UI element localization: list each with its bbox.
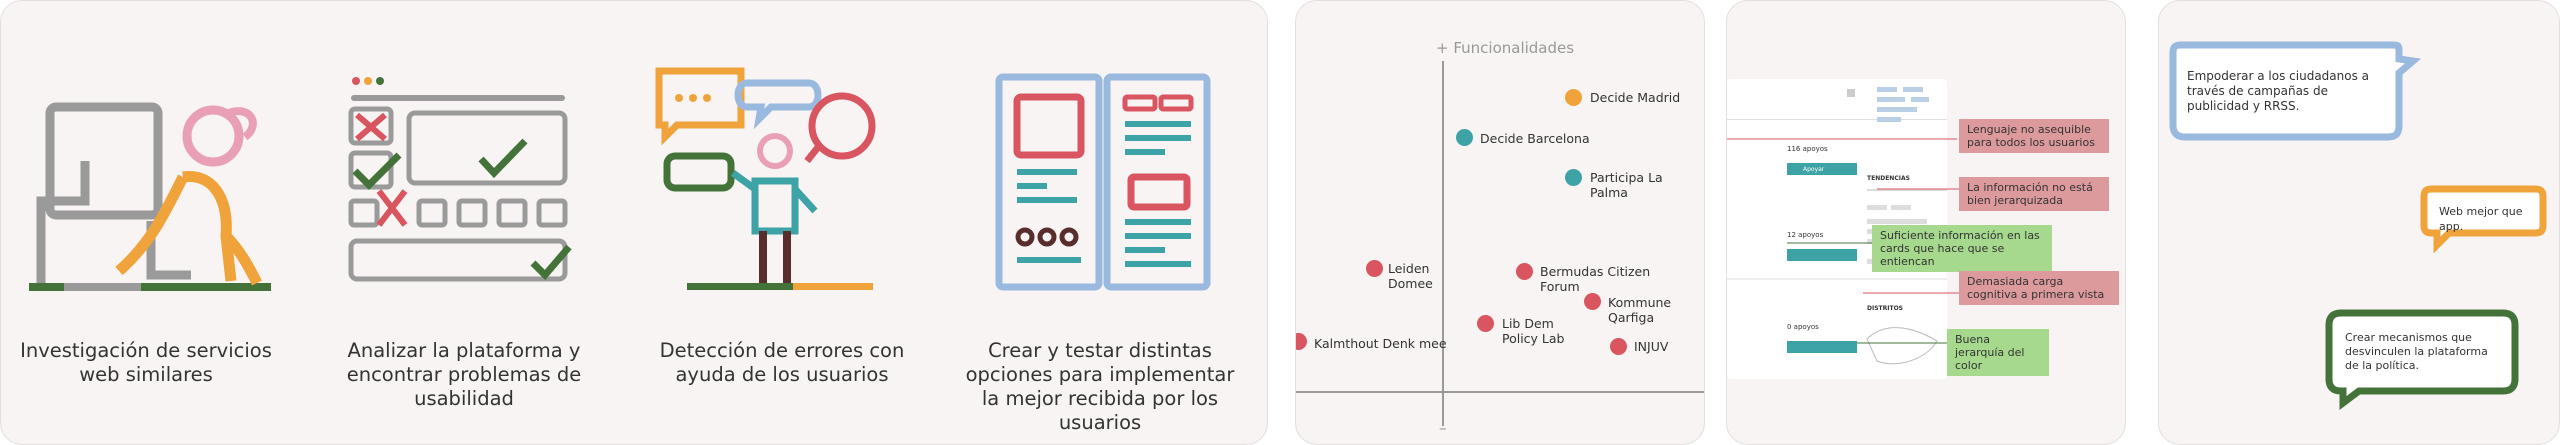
annotation-note: La información no está bien jerarquizada (1959, 177, 2109, 211)
insight-bubble-text: Empoderar a los ciudadanos a través de c… (2187, 69, 2370, 113)
step-caption: Crear y testar distintas opciones para i… (965, 339, 1235, 434)
matrix-point-label: Bermudas Citizen Forum (1540, 264, 1651, 294)
matrix-point-label: Kommune Qarfiga (1608, 295, 1672, 325)
section-title: DISTRITOS (1867, 305, 1903, 312)
process-step-analysis: Analizar la plataforma y encontrar probl… (319, 1, 609, 444)
matrix-point-dot (1296, 333, 1307, 350)
person-speech-icon (655, 67, 876, 290)
process-step-detection: Detección de errores con ayuda de los us… (637, 1, 927, 444)
matrix-point-label: Participa La Palma (1590, 170, 1663, 200)
step-caption: Detección de errores con ayuda de los us… (659, 339, 905, 386)
matrix-point-dot (1366, 260, 1383, 277)
annotation-note: Lenguaje no asequible para todos los usu… (1959, 119, 2109, 153)
matrix-point-label: Decide Madrid (1590, 90, 1681, 105)
process-step-research: Investigación de servicios web similares (1, 1, 291, 444)
support-button[interactable]: Apoyar (1803, 166, 1825, 173)
insight-bubble-text: Crear mecanismos que desvinculen la plat… (2345, 331, 2488, 372)
matrix-point-dot (1516, 263, 1533, 280)
layout-wireframe-icon (995, 73, 1211, 291)
annotation-note: Demasiada carga cognitiva a primera vist… (1959, 271, 2119, 305)
insight-bubble-text: Web mejor que app. (2439, 205, 2523, 233)
step-caption: Investigación de servicios web similares (20, 339, 272, 386)
speech-bubbles (2169, 41, 2547, 410)
process-step-prototyping: Crear y testar distintas opciones para i… (955, 1, 1245, 444)
process-panel: Investigación de servicios web similares… (0, 0, 1268, 445)
matrix-axes (1296, 61, 1704, 426)
supports-count: 0 apoyos (1787, 323, 1819, 331)
laptop-person-icon (29, 102, 271, 291)
supports-count: 12 apoyos (1787, 231, 1824, 239)
competitor-matrix-panel: + Funcionalidades – Decide Madrid Decide… (1295, 0, 1705, 445)
matrix-point-label: Lib Dem Policy Lab (1502, 316, 1565, 346)
matrix-point-label: Kalmthout Denk mee (1314, 336, 1447, 351)
matrix-point-label: Leiden Domee (1388, 261, 1433, 291)
usability-annotations-panel: 116 apoyos Apoyar 12 apoyos 0 apoyos TEN… (1726, 0, 2126, 445)
annotation-note: Buena jerarquía del color (1947, 329, 2049, 376)
step-caption: Analizar la plataforma y encontrar probl… (346, 339, 582, 410)
matrix-point-dot (1477, 315, 1494, 332)
annotation-note: Suficiente información en las cards que … (1872, 225, 2052, 272)
matrix-point-label: INJUV (1634, 339, 1669, 354)
matrix-point-dot (1565, 89, 1582, 106)
axis-title-bottom: – (1439, 419, 1447, 437)
matrix-point-dot (1584, 293, 1601, 310)
matrix-point-dot (1565, 169, 1582, 186)
supports-count: 116 apoyos (1787, 145, 1828, 153)
axis-title-top: + Funcionalidades (1436, 39, 1575, 57)
insights-panel: Empoderar a los ciudadanos a través de c… (2158, 0, 2560, 445)
matrix-point-dot (1610, 338, 1627, 355)
checklist-window-icon (348, 77, 572, 282)
matrix-point-dot (1456, 129, 1473, 146)
section-title: TENDENCIAS (1867, 175, 1910, 182)
annotation-connectors (1727, 138, 1959, 344)
matrix-point-label: Decide Barcelona (1480, 131, 1590, 146)
